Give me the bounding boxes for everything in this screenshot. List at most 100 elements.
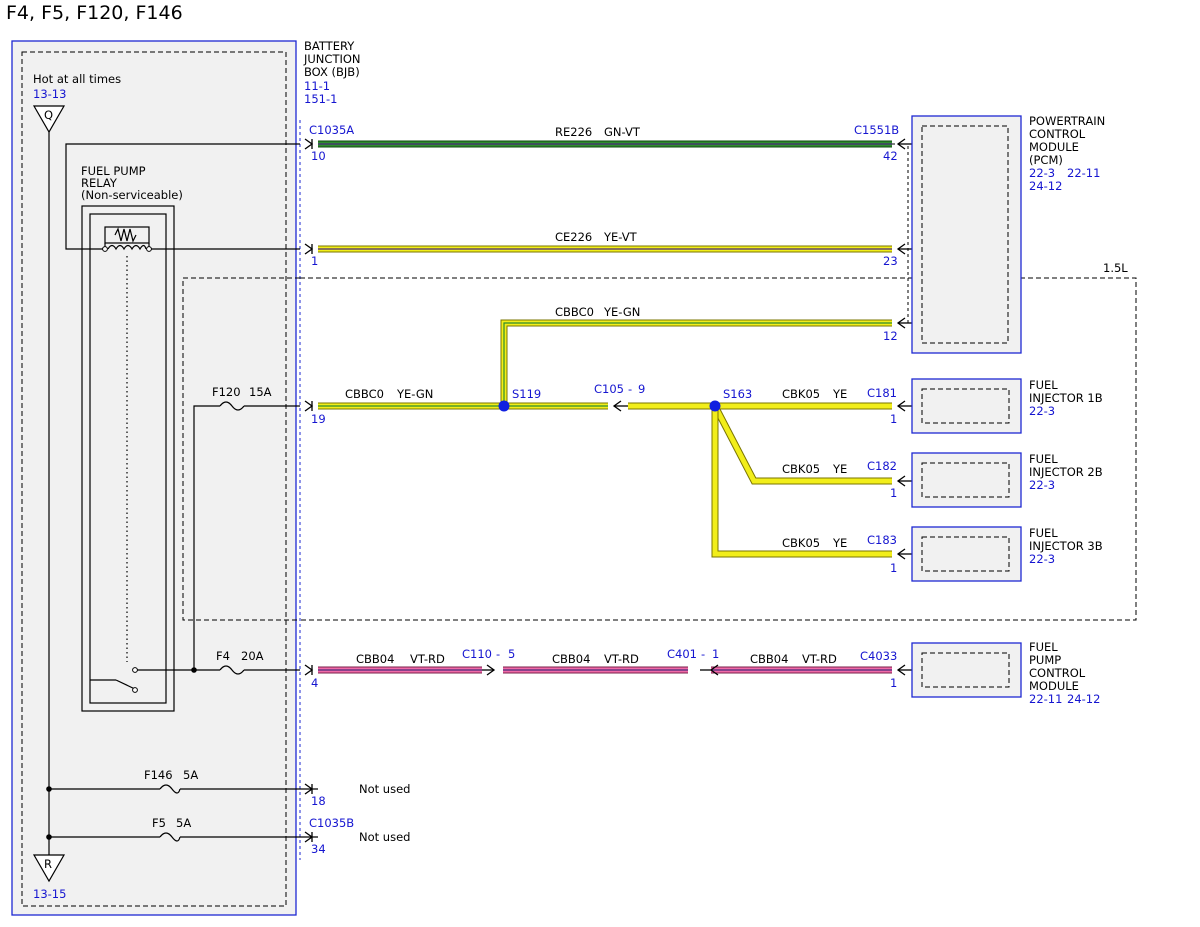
fuse-f4-icon xyxy=(219,665,245,675)
connector-c105[interactable]: C105 xyxy=(594,382,624,396)
connector-c110[interactable]: C110 xyxy=(462,647,492,661)
wire-cbb04-3-color: VT-RD xyxy=(802,652,837,666)
fuse-f5-name: F5 xyxy=(152,816,166,830)
pin-injector-3: 1 xyxy=(890,561,897,575)
relay-label-3: (Non-serviceable) xyxy=(81,188,183,202)
wire-cbk05-1-circuit: CBK05 xyxy=(782,387,820,401)
fuse-f4-name: F4 xyxy=(216,649,230,663)
wire-cbk05-2-color: YE xyxy=(832,462,847,476)
injector-2b-label-2: INJECTOR 2B xyxy=(1029,465,1103,479)
pcm-ref-2[interactable]: 22-11 xyxy=(1067,166,1100,180)
pcm-ref-1[interactable]: 22-3 xyxy=(1029,166,1055,180)
connector-c110-dash: - xyxy=(496,647,500,661)
feed-node-r: R xyxy=(44,857,52,871)
feed-label: Hot at all times xyxy=(33,72,121,86)
connector-c1551b[interactable]: C1551B xyxy=(854,123,899,137)
fuse-f5-rating: 5A xyxy=(176,816,191,830)
wire-ce226-circuit: CE226 xyxy=(555,230,592,244)
connector-c105-dash: - xyxy=(628,382,632,396)
splice-s163-icon xyxy=(709,400,721,412)
wire-re226-circuit: RE226 xyxy=(555,125,592,139)
injector-3b-label-1: FUEL xyxy=(1029,526,1058,540)
fpcm-label-3: CONTROL xyxy=(1029,666,1086,680)
wire-cbk05-group[interactable] xyxy=(628,402,892,558)
pcm-module[interactable] xyxy=(911,115,1022,354)
connector-c401[interactable]: C401 xyxy=(667,647,697,661)
not-used-18: Not used xyxy=(359,782,410,796)
connector-c110-pin: 5 xyxy=(508,647,515,661)
fuse-f120-rating: 15A xyxy=(249,385,272,399)
injector-1b-label-2: INJECTOR 1B xyxy=(1029,391,1103,405)
fpcm-label-1: FUEL xyxy=(1029,640,1058,654)
pin-injector-1: 1 xyxy=(890,412,897,426)
bjb-ref-1[interactable]: 11-1 xyxy=(304,79,330,93)
bjb-internal-wiring xyxy=(46,132,300,855)
splice-s119[interactable]: S119 xyxy=(512,387,541,401)
connector-c1035a[interactable]: C1035A xyxy=(309,123,354,137)
injector-1b-ref[interactable]: 22-3 xyxy=(1029,404,1055,418)
pin-34: 34 xyxy=(311,842,326,856)
connector-arrows xyxy=(304,138,912,843)
feed-node-q-icon xyxy=(32,105,66,134)
pin-12: 12 xyxy=(883,329,898,343)
fuse-f146-icon xyxy=(159,784,181,794)
wire-cbb04-2-circuit: CBB04 xyxy=(552,652,590,666)
bjb-label-3: BOX (BJB) xyxy=(304,65,360,79)
fpcm-label-4: MODULE xyxy=(1029,679,1079,693)
fpcm-ref-1[interactable]: 22-11 xyxy=(1029,692,1062,706)
wire-cbbc0-left-color: YE-GN xyxy=(396,387,433,401)
pin-19: 19 xyxy=(311,412,326,426)
connector-c401-dash: - xyxy=(701,647,705,661)
bjb-ref-2[interactable]: 151-1 xyxy=(304,92,337,106)
feed-ref-top[interactable]: 13-13 xyxy=(33,87,66,101)
engine-box-label: 1.5L xyxy=(1103,261,1128,275)
wire-cbb04-2-color: VT-RD xyxy=(604,652,639,666)
splice-s119-icon xyxy=(498,400,510,412)
injector-2b-label-1: FUEL xyxy=(1029,452,1058,466)
wire-ce226-color: YE-VT xyxy=(603,230,638,244)
not-used-34: Not used xyxy=(359,830,410,844)
injector-3b-module[interactable] xyxy=(911,526,1022,582)
fuse-f5-icon xyxy=(159,832,181,842)
wire-cbbc0-top-circuit: CBBC0 xyxy=(555,305,594,319)
bjb-label-2: JUNCTION xyxy=(303,52,361,66)
wire-cbb04-1-circuit: CBB04 xyxy=(356,652,394,666)
fuse-f120-icon xyxy=(219,401,245,411)
pin-10: 10 xyxy=(311,149,326,163)
fpcm-ref-2[interactable]: 24-12 xyxy=(1067,692,1100,706)
battery-junction-box xyxy=(11,40,301,916)
pin-23: 23 xyxy=(883,254,898,268)
wire-cbk05-3-color: YE xyxy=(832,536,847,550)
wire-re226-color: GN-VT xyxy=(604,125,641,139)
injector-2b-ref[interactable]: 22-3 xyxy=(1029,478,1055,492)
fuse-f4-rating: 20A xyxy=(241,649,264,663)
connector-c1035b[interactable]: C1035B xyxy=(309,816,354,830)
injector-2b-module[interactable] xyxy=(911,452,1022,508)
injector-3b-ref[interactable]: 22-3 xyxy=(1029,552,1055,566)
wire-cbk05-2-circuit: CBK05 xyxy=(782,462,820,476)
pcm-label-1: POWERTRAIN xyxy=(1029,114,1105,128)
pcm-label-4: (PCM) xyxy=(1029,153,1063,167)
wire-cbk05-3-circuit: CBK05 xyxy=(782,536,820,550)
pin-4: 4 xyxy=(311,676,318,690)
splice-s163[interactable]: S163 xyxy=(723,387,752,401)
injector-1b-module[interactable] xyxy=(911,378,1022,434)
connector-c4033[interactable]: C4033 xyxy=(860,649,897,663)
diagram-title: F4, F5, F120, F146 xyxy=(6,2,183,24)
relay-label-1: FUEL PUMP xyxy=(81,164,146,178)
connector-c181[interactable]: C181 xyxy=(867,386,897,400)
wire-cbbc0-top[interactable] xyxy=(500,319,892,406)
fuse-f146-rating: 5A xyxy=(183,768,198,782)
fuse-f146-name: F146 xyxy=(144,768,173,782)
pcm-ref-3[interactable]: 24-12 xyxy=(1029,179,1062,193)
fuel-pump-control-module[interactable] xyxy=(911,642,1022,698)
connector-c183[interactable]: C183 xyxy=(867,533,897,547)
pin-42: 42 xyxy=(883,149,898,163)
relay-label-2: RELAY xyxy=(81,176,118,190)
feed-ref-bottom[interactable]: 13-15 xyxy=(33,887,66,901)
connector-c182[interactable]: C182 xyxy=(867,459,897,473)
pin-18: 18 xyxy=(311,794,326,808)
wire-cbbc0-top-color: YE-GN xyxy=(603,305,640,319)
wire-cbbc0-left-circuit: CBBC0 xyxy=(345,387,384,401)
